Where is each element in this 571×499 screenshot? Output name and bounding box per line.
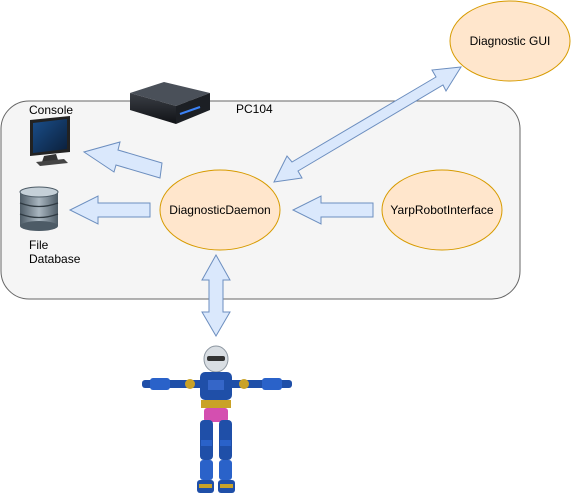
database-icon — [19, 186, 59, 231]
arrow-daemon-to-database — [68, 195, 151, 225]
node-diagnostic-daemon — [159, 169, 281, 251]
arrow-yarp-to-daemon — [291, 195, 374, 225]
arrow-daemon-to-console — [82, 141, 163, 179]
node-yarp-robot-interface — [381, 169, 503, 251]
node-diagnostic-gui — [449, 0, 571, 82]
yarp-robot-interface-label: YarpRobotInterface — [390, 203, 494, 217]
console-label: Console — [29, 103, 74, 117]
diagnostic-daemon-label: DiagnosticDaemon — [169, 203, 271, 217]
pc104-label: PC104 — [236, 102, 273, 116]
humanoid-robot-icon — [142, 345, 292, 493]
diagnostic-gui-label: Diagnostic GUI — [469, 34, 551, 48]
arrow-daemon-gui-bidirectional — [273, 66, 462, 183]
database-label: File Database — [29, 238, 80, 266]
database-label-line1: File — [29, 238, 49, 252]
server-box-icon — [130, 82, 210, 124]
arrow-daemon-robot-bidirectional — [201, 253, 231, 337]
database-label-line2: Database — [29, 252, 81, 266]
monitor-icon — [30, 116, 70, 166]
